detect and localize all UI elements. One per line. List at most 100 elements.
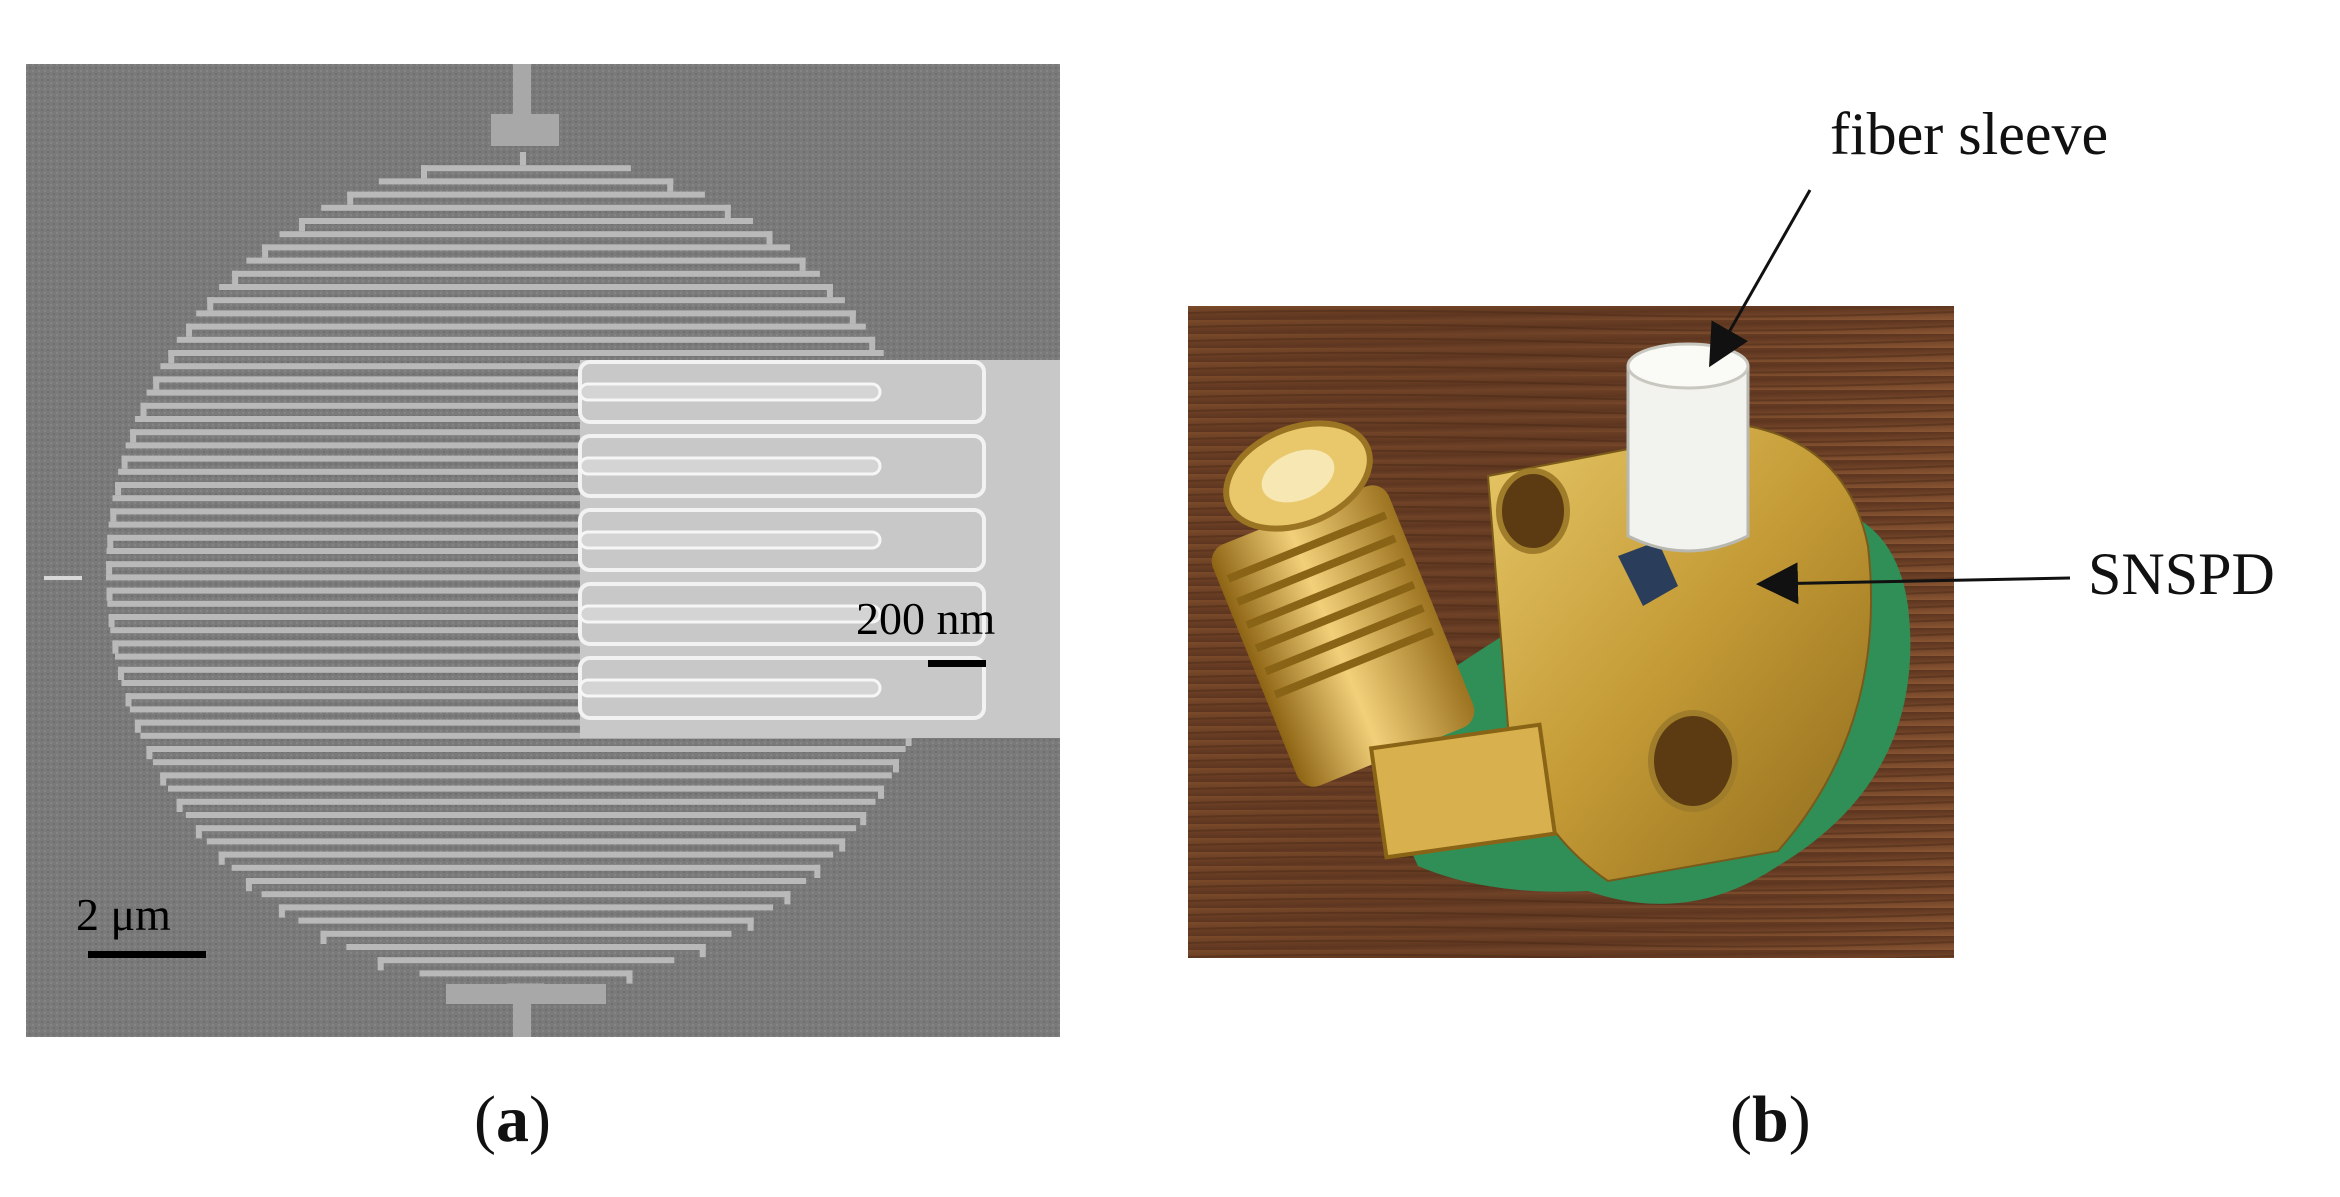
device-photo-image [1188, 306, 1954, 958]
meander-line [110, 627, 942, 634]
meander-line [146, 389, 906, 396]
sma-threads [1226, 511, 1435, 699]
meander-turn [245, 878, 252, 892]
meander-line [320, 930, 732, 937]
caption-a-letter: a [495, 1083, 529, 1156]
meander-turn [168, 350, 175, 364]
meander-nanowire [106, 152, 947, 997]
meander-turn [347, 191, 354, 205]
meander-turn [421, 165, 427, 179]
meander-line [106, 574, 946, 581]
meander-line [261, 891, 791, 898]
sma-pin [1261, 449, 1335, 503]
main-scale-label: 2 μm [76, 889, 171, 940]
meander-turn [140, 402, 147, 416]
meander-turn [699, 944, 706, 958]
meander-line [160, 363, 892, 370]
meander-line [110, 508, 942, 515]
meander-turn [905, 732, 912, 746]
meander-line [168, 785, 884, 792]
meander-line [108, 521, 944, 528]
meander-line [176, 798, 876, 805]
meander-line [134, 719, 918, 726]
meander-turn [747, 917, 754, 931]
meander-turn [814, 864, 821, 878]
meander-line [129, 706, 922, 713]
meander-line [246, 257, 806, 264]
meander-line [232, 270, 820, 277]
meander-turn [134, 719, 141, 733]
meander-line [299, 218, 753, 224]
meander-turn [766, 231, 773, 245]
caption-a: (a) [474, 1082, 551, 1158]
meander-turn [839, 838, 846, 852]
meander-turn [724, 204, 731, 218]
meander-turn [278, 904, 285, 918]
inset-meander-fingers [578, 360, 986, 720]
snspd-label: SNSPD [2088, 541, 2275, 607]
meander-turn [299, 218, 305, 232]
meander-turn [849, 310, 856, 324]
meander-turn [869, 336, 876, 350]
meander-line [112, 495, 940, 502]
bottom-pad [446, 984, 606, 1004]
caption-a-open: ( [474, 1083, 496, 1156]
inset-finger-slot [578, 678, 882, 698]
meander-turn [860, 812, 867, 826]
meander-line [206, 838, 846, 845]
inset-finger-slot [578, 456, 882, 476]
meander-turn [878, 785, 884, 799]
meander-turn [106, 587, 113, 601]
meander-line [185, 812, 867, 818]
meander-turn [262, 244, 269, 258]
mount-hole-top [1496, 468, 1570, 554]
meander-line [377, 957, 675, 964]
meander-turn [118, 666, 124, 680]
caption-b-open: ( [1730, 1083, 1752, 1156]
meander-line [121, 680, 931, 686]
meander-turn [320, 930, 327, 944]
meander-turn [121, 455, 128, 469]
meander-turn [146, 746, 153, 760]
meander-line [262, 244, 791, 251]
caption-b: (b) [1730, 1082, 1811, 1158]
meander-line [207, 297, 845, 304]
meander-line [347, 191, 705, 198]
meander-turn [893, 759, 899, 773]
meander-line [321, 204, 731, 211]
meander-turn [160, 772, 167, 786]
meander-line [419, 970, 633, 977]
inset-finger-slot [578, 530, 882, 550]
meander-line [278, 904, 774, 911]
meander-line [118, 468, 934, 475]
meander-line [140, 402, 912, 409]
meander-turn [218, 851, 225, 865]
meander-line [196, 310, 856, 317]
meander-line [160, 772, 892, 779]
meander-line [195, 825, 857, 832]
meander-line [245, 878, 807, 884]
meander-line [186, 323, 866, 330]
sem-micrograph: 200 nm 2 μm [26, 64, 1060, 1037]
caption-b-close: ) [1788, 1083, 1811, 1156]
meander-turn [112, 640, 119, 654]
meander-line [176, 336, 876, 343]
fiber-sleeve-label: fiber sleeve [1830, 101, 2109, 167]
sma-flange [1368, 722, 1558, 860]
meander-line [107, 600, 945, 607]
meander-line [146, 746, 906, 752]
bottom-lead [513, 999, 531, 1037]
meander-turn [784, 891, 791, 905]
meander-line [153, 376, 899, 383]
meander-line [108, 614, 944, 620]
meander-line [115, 653, 937, 660]
meander-turn [130, 429, 137, 443]
meander-turn [110, 508, 117, 522]
meander-line [279, 231, 773, 238]
sem-image: 200 nm 2 μm [26, 64, 1060, 1037]
top-pad [491, 114, 559, 146]
meander-line [125, 693, 927, 700]
meander-turn [195, 825, 202, 839]
meander-line [153, 759, 899, 766]
meander-turn [377, 957, 384, 971]
